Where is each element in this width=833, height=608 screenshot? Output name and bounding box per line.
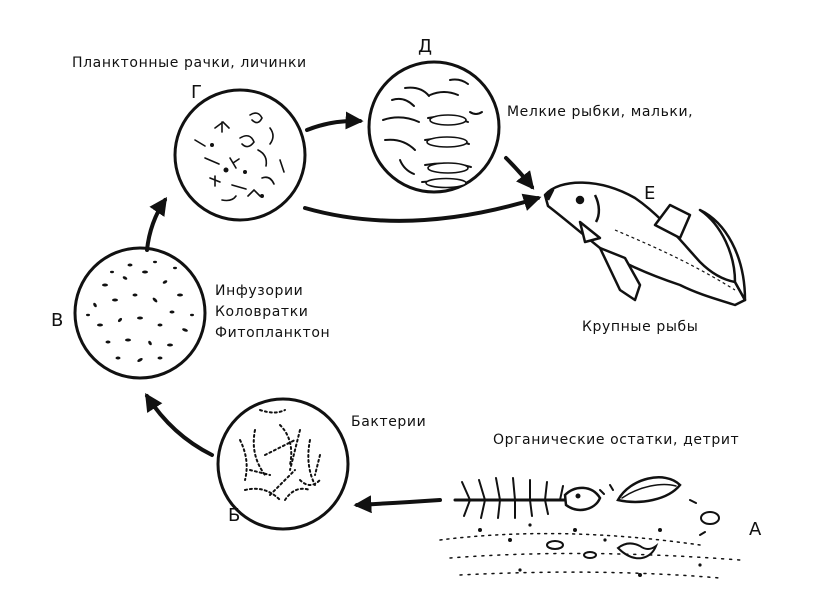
letter-b: Б bbox=[228, 505, 241, 526]
circle-small-fish bbox=[367, 60, 501, 194]
letter-a: А bbox=[749, 519, 762, 540]
label-small-fish: Мелкие рыбки, мальки, bbox=[507, 104, 694, 120]
label-infusoria-line-1: Инфузории bbox=[215, 283, 304, 299]
label-detritus: Органические остатки, детрит bbox=[493, 432, 740, 448]
label-bacteria: Бактерии bbox=[351, 414, 427, 430]
arrows bbox=[145, 111, 542, 514]
label-infusoria: Инфузории Коловратки Фитопланктон bbox=[215, 281, 330, 344]
large-fish-drawing bbox=[543, 181, 747, 307]
circle-plankton bbox=[173, 88, 307, 222]
arrow-a-to-b bbox=[353, 495, 442, 514]
letter-d: Д bbox=[418, 36, 433, 57]
label-large-fish: Крупные рыбы bbox=[582, 319, 699, 335]
label-plankton: Планктонные рачки, личинки bbox=[72, 55, 307, 71]
circle-bacteria bbox=[216, 397, 350, 531]
arrow-b-to-v bbox=[145, 392, 214, 457]
label-infusoria-line-3: Фитопланктон bbox=[215, 325, 331, 341]
label-infusoria-line-2: Коловратки bbox=[215, 304, 309, 320]
circle-infusoria bbox=[73, 246, 207, 380]
arrow-g-to-d bbox=[305, 111, 364, 132]
detritus-drawing bbox=[439, 476, 741, 579]
letter-g: Г bbox=[191, 82, 202, 103]
arrow-d-to-e bbox=[504, 156, 535, 190]
letter-v: В bbox=[51, 310, 64, 331]
arrow-g-to-e bbox=[303, 193, 542, 223]
letter-e: Е bbox=[644, 183, 656, 204]
arrow-v-to-g bbox=[145, 197, 168, 252]
